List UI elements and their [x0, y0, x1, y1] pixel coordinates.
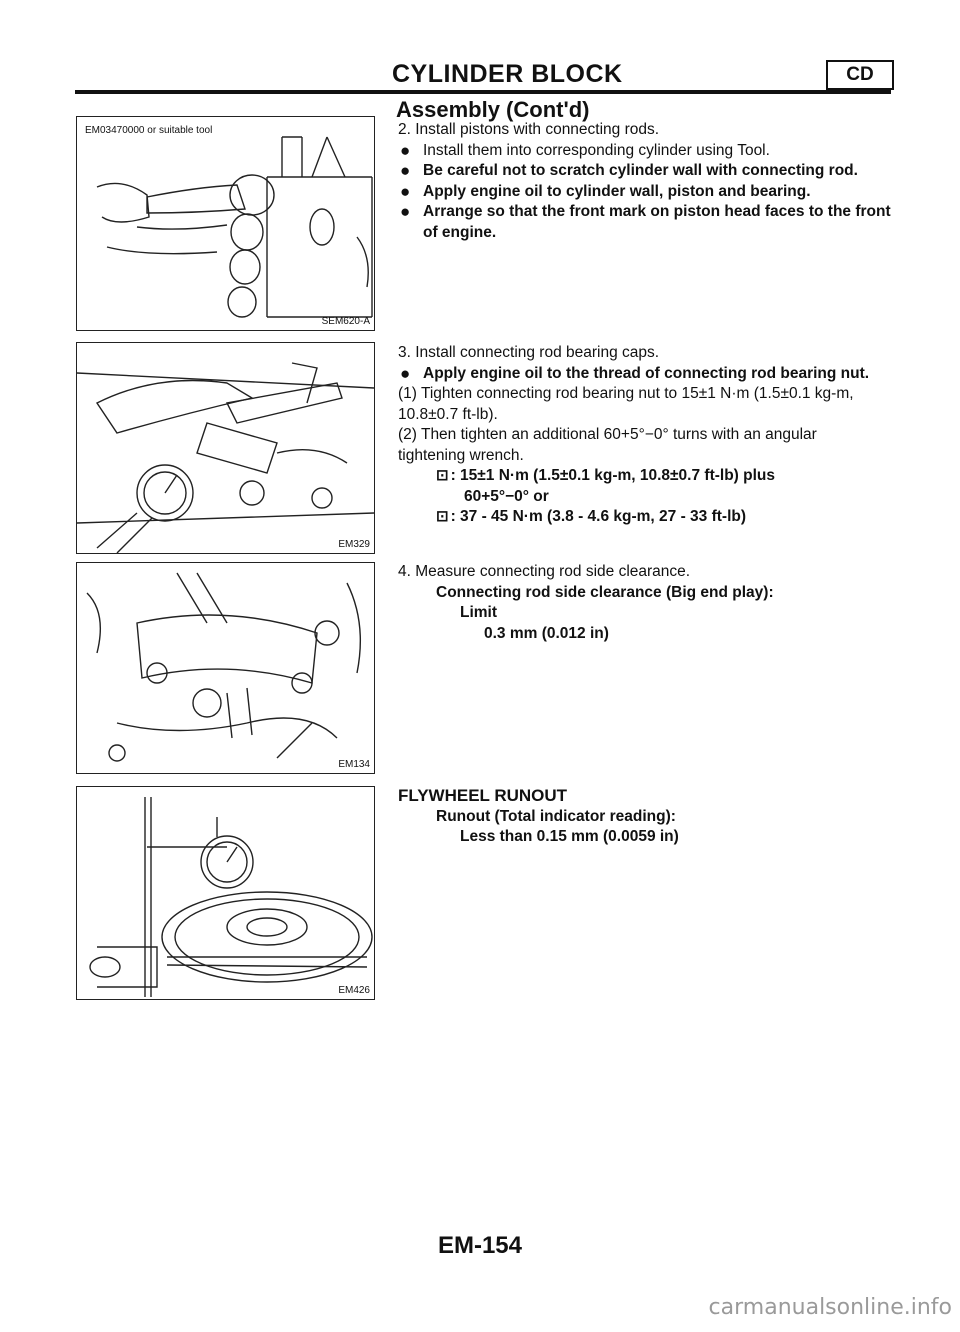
torque-spec-1-text: : 15±1 N·m (1.5±0.1 kg-m, 10.8±0.7 ft-lb…: [450, 467, 775, 484]
side-clearance-drawing: [86, 572, 361, 762]
step2-bullet: ● Apply engine oil to cylinder wall, pist…: [398, 182, 898, 203]
flywheel-title: FLYWHEEL RUNOUT: [398, 786, 568, 805]
torque-spec-2: ⊡: 37 - 45 N·m (3.8 - 4.6 kg-m, 27 - 33 …: [398, 507, 898, 528]
step4-main: 4. Measure connecting rod side clearance…: [398, 563, 691, 580]
step2-bullet: ● Install them into corresponding cylinde…: [398, 141, 898, 162]
engine-model-badge: CD: [826, 60, 894, 90]
figure-code: EM426: [338, 985, 370, 996]
figure-flywheel-runout: EM426: [76, 786, 375, 1000]
step2-bullet-text: Apply engine oil to cylinder wall, pisto…: [423, 182, 811, 200]
step2-block: 2. Install pistons with connecting rods.…: [398, 120, 898, 243]
page-number: EM-154: [437, 1232, 523, 1259]
bullet-icon: ●: [400, 202, 411, 221]
step4-block: 4. Measure connecting rod side clearance…: [398, 562, 898, 644]
bullet-icon: ●: [400, 363, 411, 383]
step2-bullet: ● Arrange so that the front mark on pisto…: [398, 202, 893, 243]
step3-bullet: ● Apply engine oil to the thread of conne…: [398, 364, 898, 385]
section-title: CYLINDER BLOCK: [392, 60, 623, 88]
torque-wrench-icon: ⊡: [436, 467, 449, 484]
torque-spec-2-text: : 37 - 45 N·m (3.8 - 4.6 kg-m, 27 - 33 f…: [450, 508, 747, 525]
figure-tool-label: EM03470000 or suitable tool: [85, 125, 213, 136]
torque-wrench-icon: ⊡: [436, 508, 449, 525]
clearance-limit-label: Limit: [460, 604, 498, 621]
figure-piston-install: EM03470000 or suitable tool SEM620-A: [76, 116, 375, 331]
step2-bullet: ● Be careful not to scratch cylinder wall…: [398, 161, 898, 182]
bullet-icon: ●: [400, 140, 411, 160]
figure-angular-tightening: EM329: [76, 342, 375, 554]
figure-code: EM134: [338, 759, 370, 770]
step3-sub1: (1) Tighten connecting rod bearing nut t…: [398, 385, 854, 423]
torque-spec-1: ⊡: 15±1 N·m (1.5±0.1 kg-m, 10.8±0.7 ft-l…: [398, 466, 898, 487]
step3-block: 3. Install connecting rod bearing caps. …: [398, 343, 898, 528]
step3-sub2: (2) Then tighten an additional 60+5°−0° …: [398, 426, 817, 464]
bullet-icon: ●: [400, 161, 411, 180]
step2-bullet-text: Be careful not to scratch cylinder wall …: [423, 162, 858, 179]
step3-main: 3. Install connecting rod bearing caps.: [398, 344, 660, 361]
step2-bullet-text: Install them into corresponding cylinder…: [423, 141, 770, 159]
flywheel-block: FLYWHEEL RUNOUT Runout (Total indicator …: [398, 786, 898, 848]
angular-wrench-drawing: [77, 362, 374, 553]
watermark: carmanualsonline.info: [708, 1295, 952, 1320]
step3-bullet-text: Apply engine oil to the thread of connec…: [423, 364, 870, 382]
piston-install-drawing: [96, 136, 373, 318]
figure-side-clearance: EM134: [76, 562, 375, 774]
page-subtitle: Assembly (Cont'd): [396, 97, 590, 122]
figure-code: SEM620-A: [321, 316, 370, 327]
clearance-spec-title: Connecting rod side clearance (Big end p…: [436, 583, 774, 601]
step2-bullet-text: Arrange so that the front mark on piston…: [423, 203, 891, 241]
figure-code: EM329: [338, 539, 370, 550]
torque-spec-1-angle: 60+5°−0° or: [464, 487, 549, 505]
header-rule: [75, 90, 891, 94]
clearance-limit-value: 0.3 mm (0.012 in): [484, 624, 609, 642]
flywheel-dial-drawing: [89, 797, 373, 997]
bullet-icon: ●: [400, 181, 411, 201]
runout-label: Runout (Total indicator reading):: [436, 807, 676, 825]
runout-value: Less than 0.15 mm (0.0059 in): [460, 828, 679, 845]
step2-main: 2. Install pistons with connecting rods.: [398, 121, 660, 138]
